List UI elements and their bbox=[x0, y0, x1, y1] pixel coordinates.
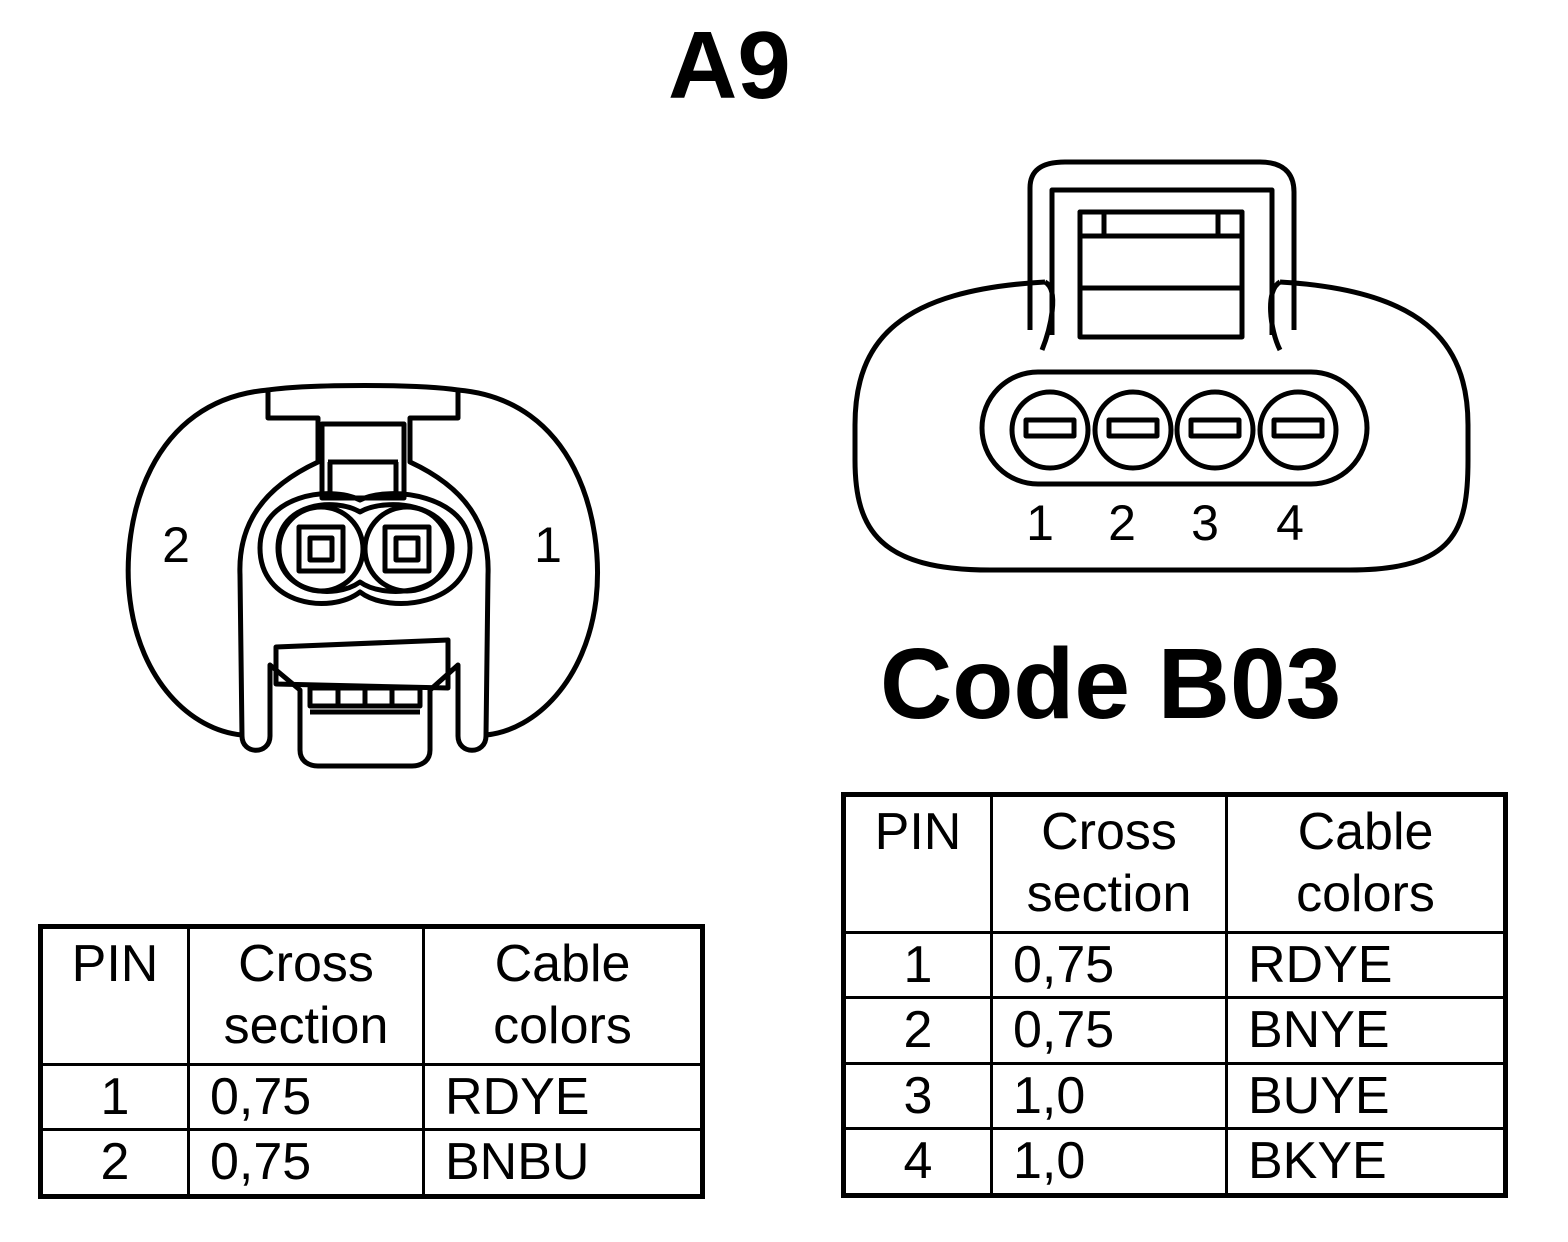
cell-cross-section: 0,75 bbox=[990, 996, 1228, 1065]
table-header-row: PIN Cross section Cable colors bbox=[842, 793, 1507, 934]
cell-cable-color: BUYE bbox=[1225, 1061, 1507, 1131]
header-pin: PIN bbox=[39, 925, 190, 1066]
cell-cross-section: 1,0 bbox=[990, 1061, 1228, 1131]
cell-cable-color: BNBU bbox=[422, 1128, 704, 1198]
cell-pin: 1 bbox=[39, 1062, 190, 1132]
cell-cable-color: BNYE bbox=[1225, 996, 1507, 1065]
a9-pin-table: PIN Cross section Cable colors 1 0,75 RD… bbox=[38, 924, 705, 1199]
table-header-row: PIN Cross section Cable colors bbox=[39, 925, 704, 1066]
header-cross-section: Cross section bbox=[990, 793, 1228, 934]
cell-pin: 1 bbox=[842, 930, 993, 1000]
b03-pin-label-1: 1 bbox=[1026, 495, 1054, 551]
cell-cross-section: 0,75 bbox=[187, 1128, 425, 1198]
connector-b03-title: Code B03 bbox=[880, 628, 1342, 740]
b03-pin-label-4: 4 bbox=[1276, 495, 1304, 551]
cell-cross-section: 0,75 bbox=[990, 930, 1228, 1000]
header-cable-colors: Cable colors bbox=[422, 925, 704, 1066]
a9-pin-label-2: 2 bbox=[162, 517, 190, 573]
cell-cross-section: 1,0 bbox=[990, 1127, 1228, 1197]
table-row: 2 0,75 BNYE bbox=[842, 996, 1507, 1065]
header-cross-section: Cross section bbox=[187, 925, 425, 1066]
table-row: 4 1,0 BKYE bbox=[842, 1127, 1507, 1197]
cell-cable-color: BKYE bbox=[1225, 1127, 1507, 1197]
b03-pin-label-2: 2 bbox=[1108, 495, 1136, 551]
cell-pin: 2 bbox=[842, 996, 993, 1065]
table-row: 1 0,75 RDYE bbox=[842, 930, 1507, 1000]
a9-pin-label-1: 1 bbox=[534, 517, 562, 573]
connector-a9-title: A9 bbox=[668, 12, 791, 119]
table-row: 3 1,0 BUYE bbox=[842, 1061, 1507, 1131]
header-pin: PIN bbox=[842, 793, 993, 934]
cell-cable-color: RDYE bbox=[1225, 930, 1507, 1000]
cell-pin: 3 bbox=[842, 1061, 993, 1131]
b03-pin-label-3: 3 bbox=[1191, 495, 1219, 551]
header-cable-colors: Cable colors bbox=[1225, 793, 1507, 934]
cell-cross-section: 0,75 bbox=[187, 1062, 425, 1132]
b03-pin-table: PIN Cross section Cable colors 1 0,75 RD… bbox=[841, 792, 1508, 1198]
table-row: 2 0,75 BNBU bbox=[39, 1128, 704, 1198]
cell-pin: 2 bbox=[39, 1128, 190, 1198]
cell-cable-color: RDYE bbox=[422, 1062, 704, 1132]
table-row: 1 0,75 RDYE bbox=[39, 1062, 704, 1132]
cell-pin: 4 bbox=[842, 1127, 993, 1197]
